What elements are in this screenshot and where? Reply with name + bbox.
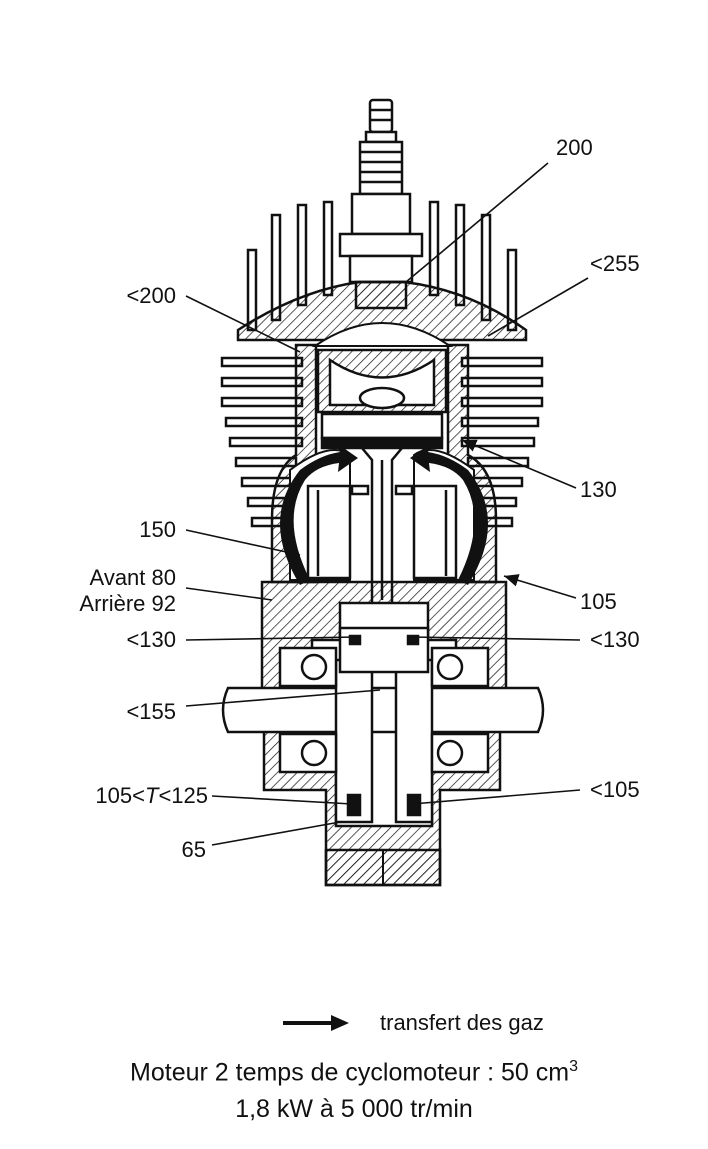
caption-line-1: Moteur 2 temps de cyclomoteur : 50 cm3: [0, 1052, 708, 1087]
label-130: 130: [580, 477, 617, 502]
cylinder-head: [236, 280, 528, 342]
range-variable: T: [144, 783, 159, 808]
caption-superscript: 3: [569, 1058, 578, 1075]
label-150: 150: [139, 517, 176, 542]
crank-webs: [334, 626, 434, 824]
connecting-rod: [306, 446, 458, 607]
label-lt255: <255: [590, 251, 640, 276]
leader-lines: [185, 162, 589, 846]
crankshaft: [221, 686, 545, 734]
arrow-right-icon: [283, 1015, 349, 1031]
label-200: 200: [556, 135, 593, 160]
label-lt130-right: <130: [590, 627, 640, 652]
label-lt105: <105: [590, 777, 640, 802]
piston: [316, 348, 448, 450]
label-lt155: <155: [126, 699, 176, 724]
gas-flow-arrow-icon: [280, 442, 488, 585]
head-fins: [246, 200, 518, 332]
caption-main: Moteur 2 temps de cyclomoteur : 50 cm: [130, 1058, 570, 1087]
combustion-chamber: [311, 322, 454, 347]
label-temperature-range: 105<T<125: [20, 784, 208, 808]
spark-plug: [338, 98, 424, 310]
label-65: 65: [181, 837, 206, 862]
range-prefix: 105<: [95, 783, 145, 808]
legend-label: transfert des gaz: [380, 1010, 544, 1035]
label-105: 105: [580, 589, 617, 614]
bearings: [278, 646, 490, 774]
range-suffix: <125: [158, 783, 208, 808]
label-lt200: <200: [126, 283, 176, 308]
label-arriere: Arrière 92: [79, 591, 176, 616]
label-avant: Avant 80: [89, 565, 176, 590]
caption-line-2: 1,8 kW à 5 000 tr/min: [235, 1095, 473, 1123]
label-lt130-left: <130: [126, 627, 176, 652]
